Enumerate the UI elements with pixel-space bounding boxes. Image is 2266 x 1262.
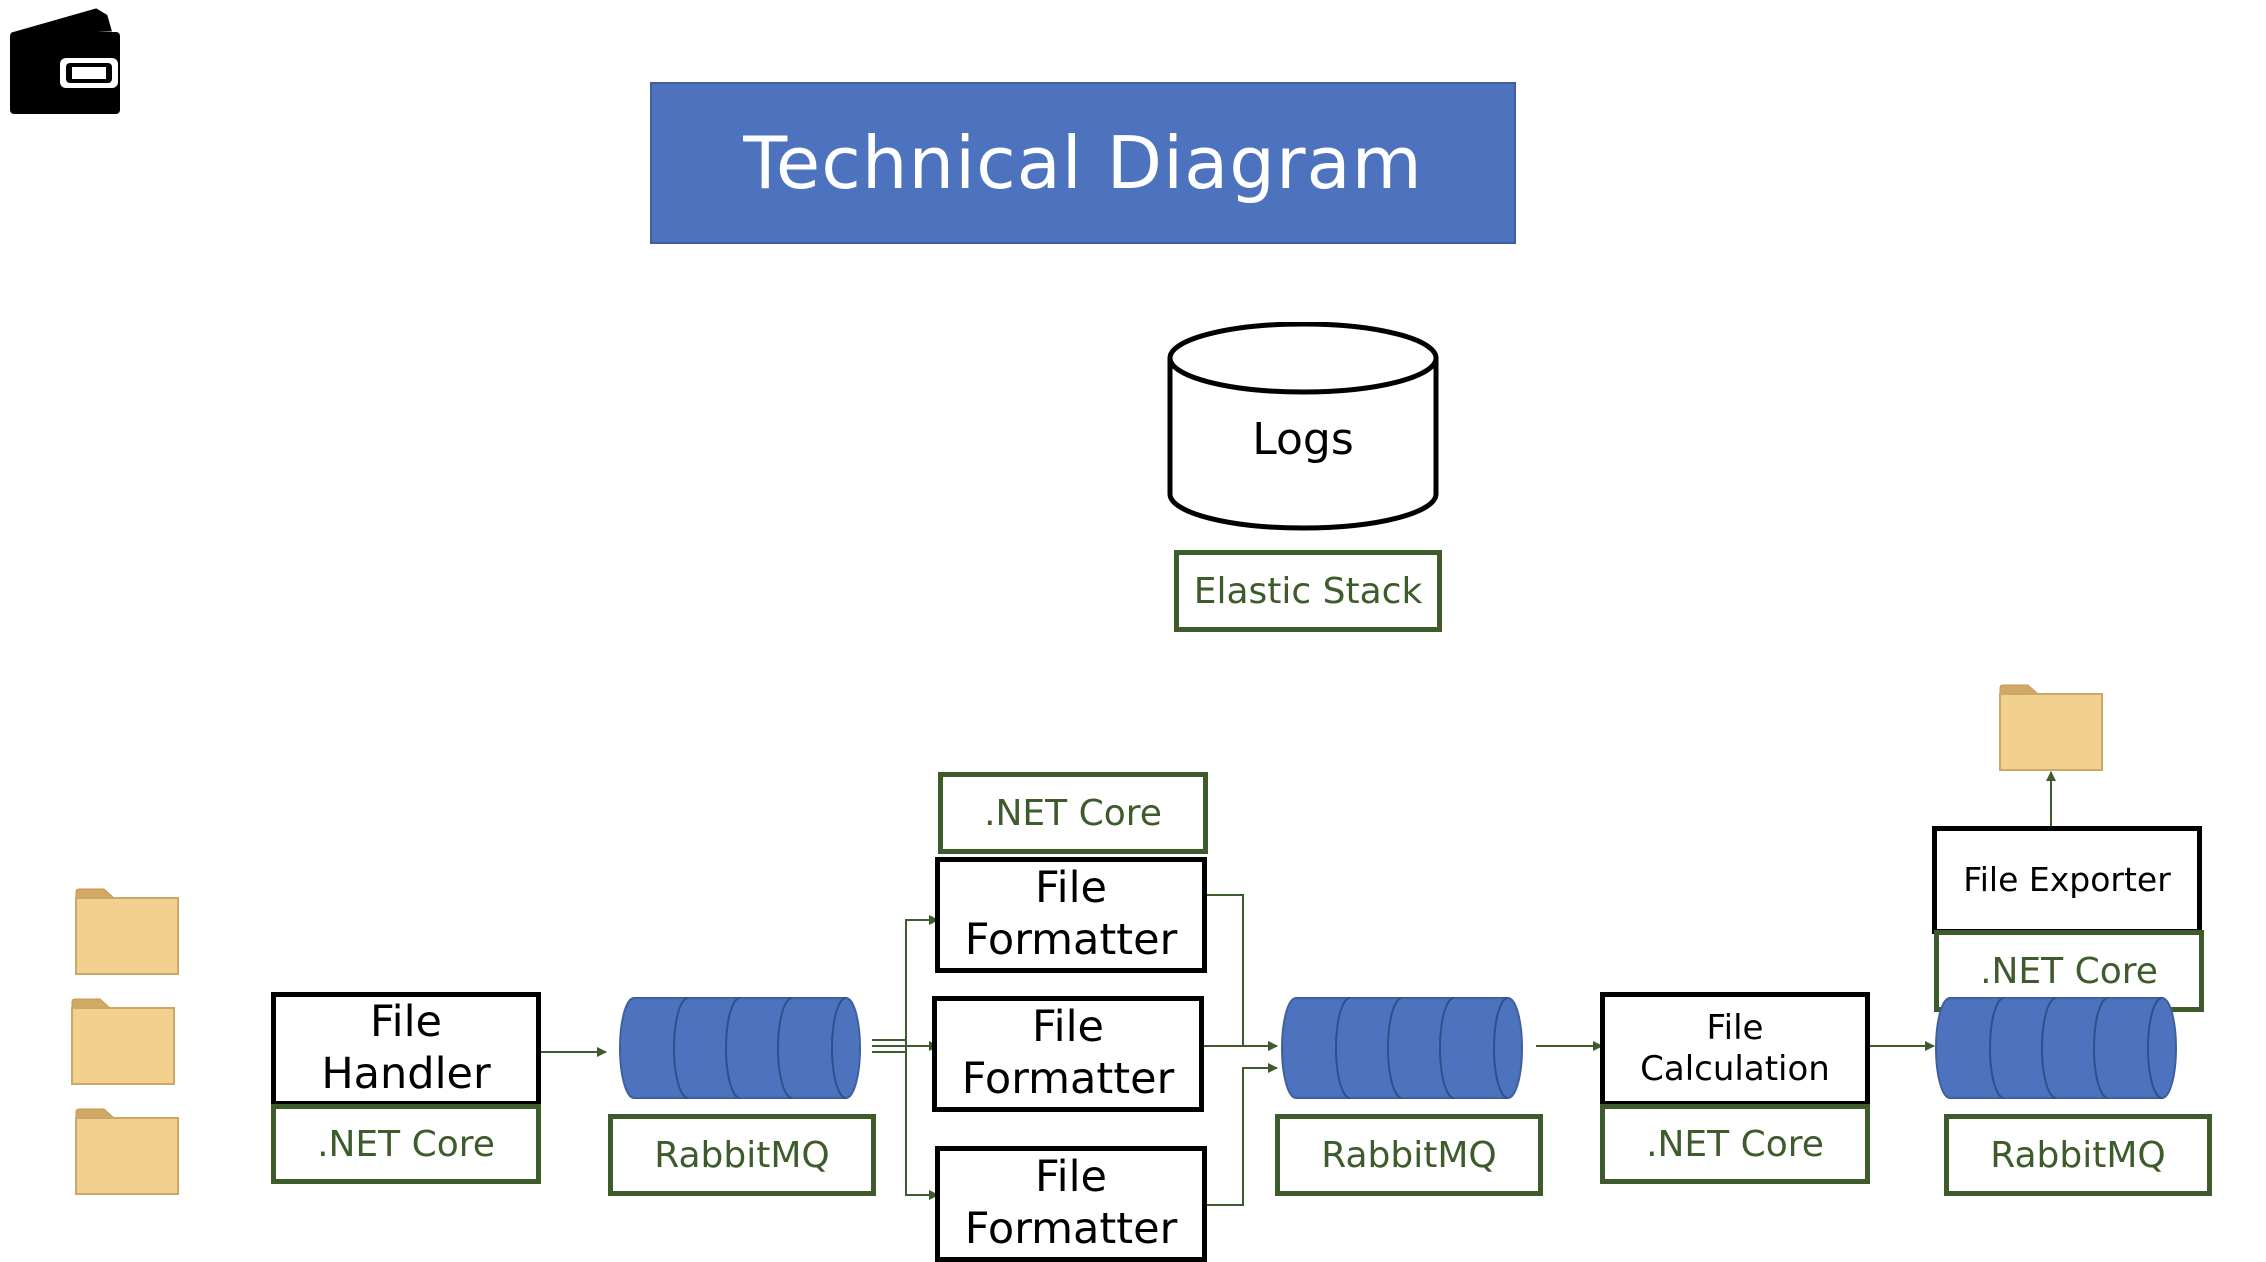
queue-cylinder-icon — [1935, 997, 2177, 1099]
file-formatter-box-3: File Formatter — [935, 1146, 1207, 1262]
wallet-icon — [10, 8, 120, 114]
folder-icon — [1999, 684, 2103, 771]
file-calculation-tech-label: .NET Core — [1600, 1104, 1870, 1184]
file-calculation-line1: File — [1706, 1008, 1764, 1049]
file-handler-line2: Handler — [321, 1049, 491, 1099]
file-exporter-box: File Exporter — [1932, 826, 2202, 934]
folder-icon — [71, 998, 175, 1085]
file-formatter-3-line2: Formatter — [964, 1204, 1178, 1254]
file-handler-box: File Handler — [271, 992, 541, 1106]
diagram-title: Technical Diagram — [650, 82, 1516, 244]
file-handler-line1: File — [370, 997, 442, 1048]
folder-icon — [75, 888, 179, 975]
logs-tech-label: Elastic Stack — [1174, 550, 1442, 632]
queue-cylinder-icon — [619, 997, 861, 1099]
queue1-tech-label: RabbitMQ — [608, 1114, 876, 1196]
file-calculation-box: File Calculation — [1600, 992, 1870, 1106]
file-exporter-label: File Exporter — [1963, 860, 2171, 900]
queue-cylinder-icon — [1281, 997, 1523, 1099]
file-calculation-line2: Calculation — [1640, 1049, 1830, 1089]
logs-label: Logs — [1252, 414, 1354, 465]
queue2-tech-label: RabbitMQ — [1275, 1114, 1543, 1196]
file-formatter-2-line1: File — [1032, 1002, 1104, 1053]
file-formatter-box-1: File Formatter — [935, 857, 1207, 973]
formatters-tech-label: .NET Core — [938, 772, 1208, 854]
file-formatter-box-2: File Formatter — [932, 996, 1204, 1112]
file-formatter-3-line1: File — [1035, 1152, 1107, 1203]
folder-icon — [75, 1108, 179, 1195]
queue3-tech-label: RabbitMQ — [1944, 1114, 2212, 1196]
database-cylinder-icon — [1167, 322, 1439, 531]
file-handler-tech-label: .NET Core — [271, 1104, 541, 1184]
file-formatter-2-line2: Formatter — [961, 1054, 1175, 1104]
file-formatter-1-line2: Formatter — [964, 915, 1178, 965]
file-formatter-1-line1: File — [1035, 863, 1107, 914]
